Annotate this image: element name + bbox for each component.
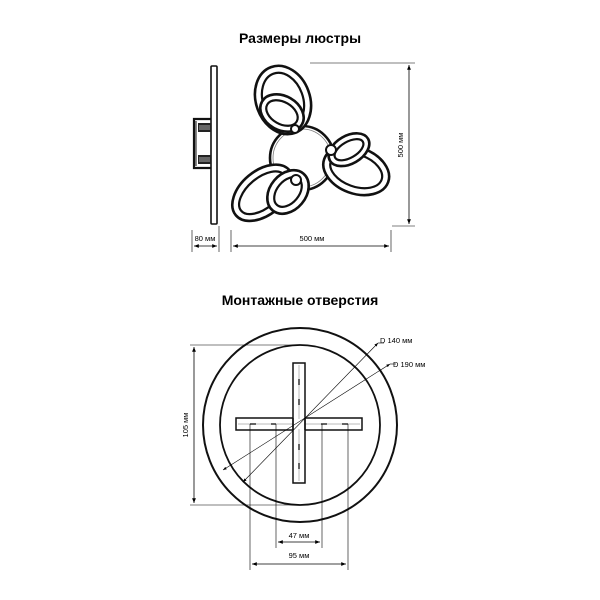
side-view-bracket bbox=[192, 117, 211, 170]
side-view bbox=[192, 65, 218, 225]
spacing-47-label: 47 мм bbox=[289, 531, 310, 540]
mounting-plate bbox=[202, 327, 398, 523]
dimension-height-500: 500 мм bbox=[310, 62, 415, 227]
height-500-label: 500 мм bbox=[396, 133, 405, 158]
dimension-diameter-190: D 190 мм bbox=[222, 360, 425, 471]
dimension-height-105: 105 мм bbox=[181, 344, 300, 506]
diameter-190-label: D 190 мм bbox=[393, 360, 425, 369]
diameter-140-label: D 140 мм bbox=[380, 336, 412, 345]
mounting-holes-title: Монтажные отверстия bbox=[221, 292, 379, 308]
dimension-depth-80: 80 мм bbox=[191, 226, 220, 252]
height-105-label: 105 мм bbox=[181, 413, 190, 438]
width-500-label: 500 мм bbox=[300, 234, 325, 243]
side-view-body bbox=[210, 65, 218, 225]
dimension-width-500: 500 мм bbox=[230, 230, 392, 252]
depth-80-label: 80 мм bbox=[195, 234, 216, 243]
dimension-spacing-47: 47 мм bbox=[275, 424, 323, 548]
spacing-95-label: 95 мм bbox=[289, 551, 310, 560]
dimension-spacing-95: 95 мм bbox=[249, 424, 349, 570]
chandelier-dimensions-title: Размеры люстры bbox=[238, 30, 362, 46]
chandelier-front-view bbox=[231, 64, 391, 223]
